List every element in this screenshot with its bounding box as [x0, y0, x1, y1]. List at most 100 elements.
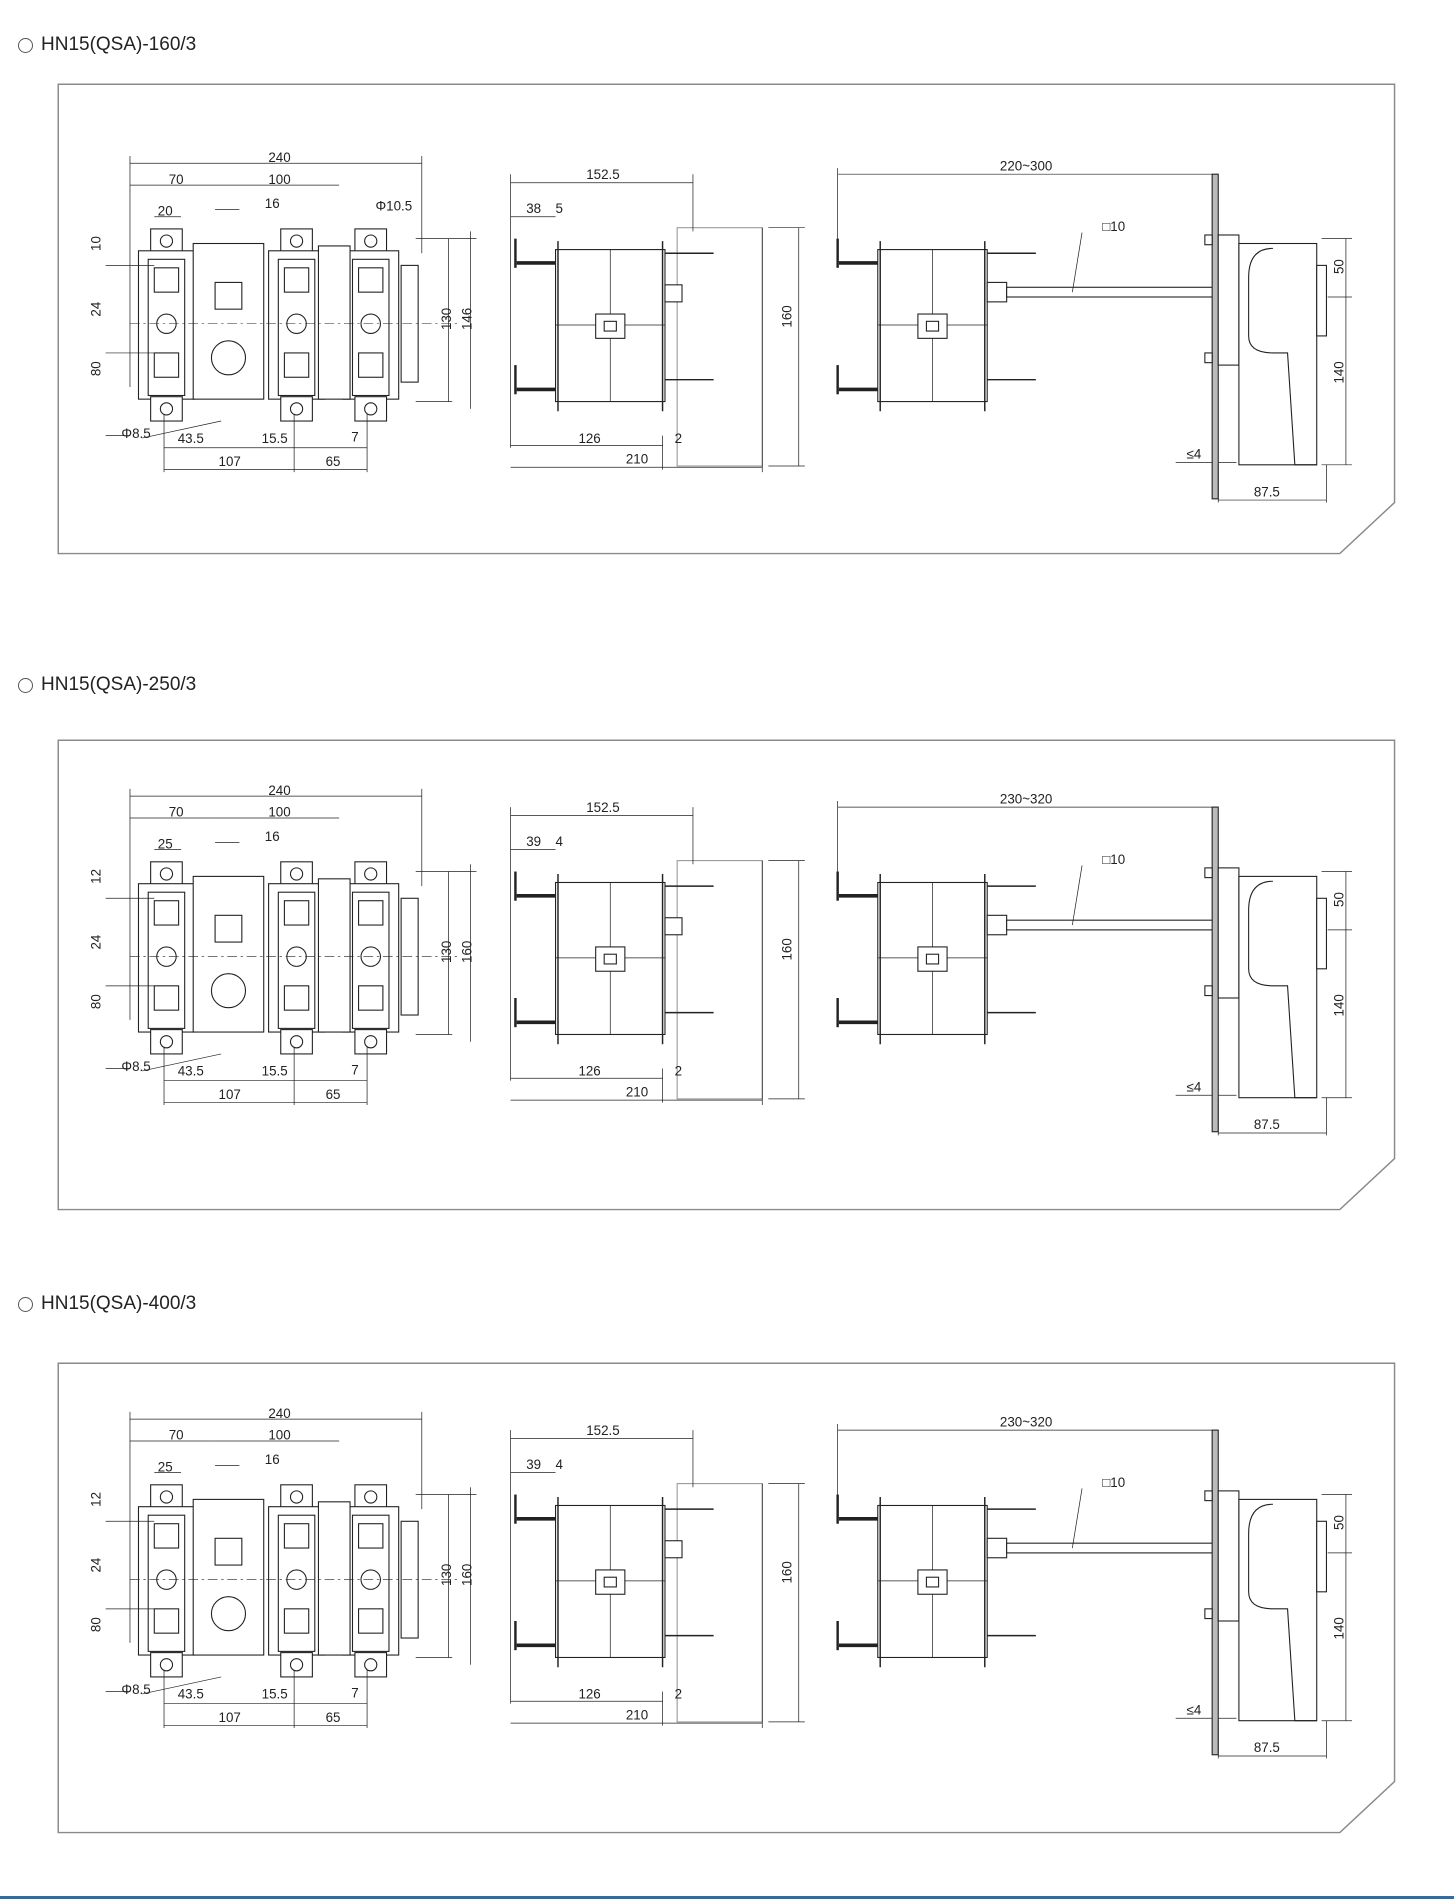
handle-grip: [1248, 247, 1317, 466]
dimension-label-h130: 130: [439, 1564, 454, 1586]
dimension-label-w107: 107: [219, 454, 241, 469]
dimension-label-side-base: 126: [578, 1064, 600, 1079]
contact-screw: [358, 1608, 384, 1634]
contact-screw: [283, 1608, 310, 1634]
shaft-coupling: [664, 284, 683, 303]
handle-cap: [1316, 897, 1328, 970]
terminal-hole: [159, 1035, 174, 1049]
dimension-label-h24: 24: [89, 934, 104, 949]
terminal-hole: [289, 402, 304, 416]
shaft-coupling: [986, 281, 1008, 303]
indicator: [603, 1576, 617, 1588]
panel-bolt: [1204, 234, 1213, 246]
dimension-label-side-gap: 4: [555, 834, 563, 849]
dimension-label-hole-dia-top: Φ10.5: [375, 199, 412, 214]
dimension-label-shaft-length: 230~320: [1000, 1414, 1052, 1429]
panel-wall: [1211, 806, 1219, 1133]
dimension-label-w70: 70: [169, 805, 184, 820]
enclosure-outline: [676, 860, 763, 1100]
terminal-hole: [364, 1035, 378, 1049]
rotary-knob: [210, 973, 247, 1009]
front-view: [105, 788, 477, 1105]
dimension-label-panel-thickness: ≤4: [1187, 447, 1202, 462]
section-title-250: HN15(QSA)-250/3: [18, 674, 196, 696]
contact-screw: [153, 352, 180, 378]
indicator: [603, 953, 617, 965]
contact-screw: [358, 900, 384, 926]
terminal-bottom: [150, 1029, 183, 1055]
panel-bolt: [1204, 1608, 1213, 1620]
dimension-label-h24: 24: [89, 1557, 104, 1572]
contact-screw: [283, 900, 310, 926]
panel-bolt: [1204, 867, 1213, 879]
dimension-label-top-offset: 12: [89, 1492, 104, 1507]
handle-base: [1217, 1490, 1240, 1622]
dimension-label-w7: 7: [351, 1062, 358, 1077]
neutral-module: [317, 1501, 351, 1656]
dimension-label-panel-thickness: ≤4: [1187, 1703, 1202, 1718]
dimension-label-shaft-square: □10: [1102, 219, 1125, 234]
dimension-label-handle-upper: 50: [1331, 892, 1346, 907]
handle-module: [192, 875, 265, 1033]
dimension-label-h80: 80: [89, 994, 104, 1009]
dimension-label-handle-depth: 87.5: [1254, 484, 1280, 499]
terminal-hole: [159, 1490, 174, 1504]
terminal-hole: [159, 402, 174, 416]
mounted-view: [836, 801, 1352, 1136]
dimension-label-handle-lower: 140: [1331, 994, 1346, 1016]
handle-outline: [1238, 242, 1318, 466]
dimension-label-h80: 80: [89, 361, 104, 376]
panel-bolt: [1204, 1490, 1213, 1502]
dimension-label-w65: 65: [326, 1087, 341, 1102]
dimension-label-side-height: 160: [779, 305, 794, 327]
dimension-line: [142, 1053, 222, 1072]
dimension-label-w16: 16: [265, 196, 280, 211]
section-title-400: HN15(QSA)-400/3: [18, 1293, 196, 1315]
dimension-label-side-gap2: 2: [675, 431, 682, 446]
neutral-module: [317, 878, 351, 1033]
dimension-label-w70: 70: [169, 1428, 184, 1443]
dimension-label-side-gap2: 2: [675, 1064, 682, 1079]
dimension-label-top-offset: 12: [89, 869, 104, 884]
dimension-label-overall-height: 160: [460, 1564, 475, 1586]
side-view: [510, 807, 805, 1105]
panel-bolt: [1204, 985, 1213, 997]
indicator: [925, 320, 940, 332]
dimension-label-overall-height: 160: [460, 941, 475, 963]
shaft-coupling: [664, 917, 683, 936]
dimension-label-side-height: 160: [779, 938, 794, 960]
mounted-view: [836, 168, 1352, 503]
handle-module: [192, 242, 265, 400]
indicator-window: [917, 313, 948, 339]
dimension-label-terminal-width: 20: [158, 203, 173, 218]
dimension-label-handle-lower: 140: [1331, 1617, 1346, 1639]
handle-grip: [1248, 1503, 1317, 1722]
shaft-coupling: [986, 914, 1008, 936]
dimension-label-w100: 100: [268, 172, 290, 187]
section-title-160: HN15(QSA)-160/3: [18, 34, 196, 56]
section-title-text: HN15(QSA)-400/3: [41, 1293, 197, 1314]
dimension-label-side-left: 39: [526, 1457, 541, 1472]
terminal-hole: [364, 1658, 378, 1672]
dimension-label-side-total: 210: [626, 1084, 648, 1099]
dimension-label-terminal-width: 25: [158, 836, 173, 851]
terminal-hole: [289, 1490, 304, 1504]
front-view: [105, 1411, 477, 1728]
dimension-label-side-base: 126: [578, 1687, 600, 1702]
side-view: [510, 1430, 805, 1728]
terminal-hole: [289, 1658, 304, 1672]
dimension-line: [142, 420, 222, 439]
dimension-label-w100: 100: [268, 1428, 290, 1443]
shaft-coupling: [986, 1537, 1008, 1559]
neutral-module: [317, 245, 351, 400]
circle-bullet-icon: [18, 677, 33, 693]
dimension-label-w15-5: 15.5: [262, 431, 288, 446]
contact-screw: [283, 985, 310, 1011]
dimension-line: [1071, 232, 1083, 293]
